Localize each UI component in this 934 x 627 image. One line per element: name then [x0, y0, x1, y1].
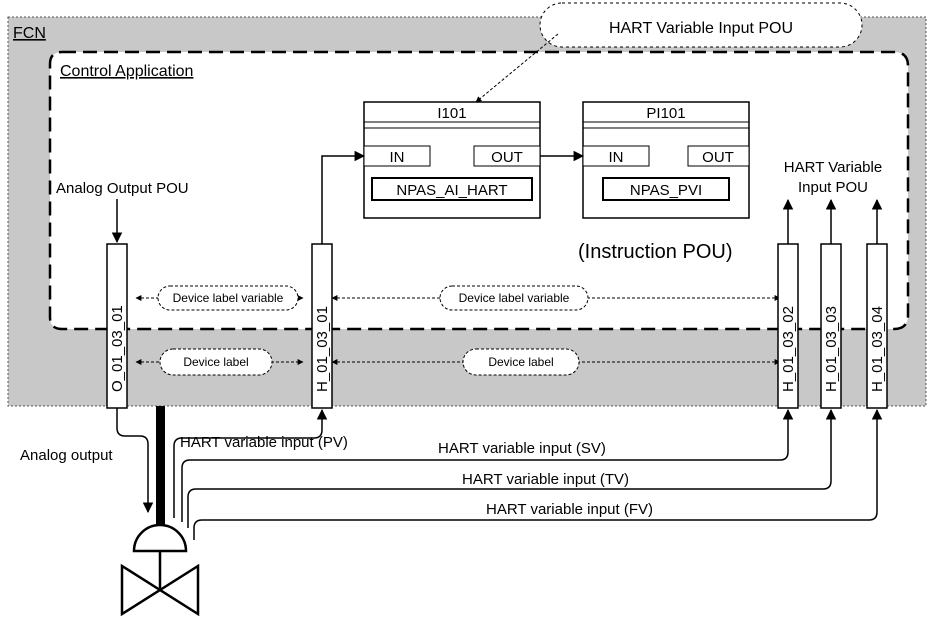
block-pi101-out-port[interactable] — [687, 145, 750, 167]
analog-output-label: Analog output — [20, 447, 113, 464]
device-label-variable-bubble-left — [157, 285, 299, 311]
valve-stem — [156, 406, 165, 526]
hart-pou-right-label-1: HART Variable — [784, 159, 882, 176]
device-label-bubble-mid — [462, 348, 580, 376]
device-label-bubble-left — [159, 348, 273, 376]
block-i101-type-box — [371, 177, 533, 201]
block-i101-in-label: IN — [390, 149, 405, 166]
terminal-h-01-03-03[interactable]: H_01_03_03 — [820, 243, 842, 409]
terminal-o-01-03-01[interactable]: O_01_03_01 — [106, 243, 128, 409]
terminal-h-01-03-03-label: H_01_03_03 — [823, 306, 840, 392]
function-block-pi101[interactable]: PI101 IN OUT NPAS_PVI — [582, 101, 750, 219]
control-valve-icon — [120, 523, 200, 617]
h010301-to-i101-link — [321, 150, 366, 244]
analog-output-wire — [116, 408, 154, 514]
block-pi101-type-box — [602, 177, 730, 201]
block-i101-name: I101 — [437, 105, 466, 122]
block-pi101-name: PI101 — [646, 105, 685, 122]
hart-input-sv-label: HART variable input (SV) — [438, 440, 606, 457]
terminal-o-01-03-01-label: O_01_03_01 — [109, 305, 126, 392]
terminal-h-01-03-01[interactable]: H_01_03_01 — [311, 243, 333, 409]
block-i101-out-label: OUT — [491, 149, 523, 166]
hart-input-fv-label: HART variable input (FV) — [486, 501, 653, 518]
terminal-h-01-03-04-label: H_01_03_04 — [869, 306, 886, 392]
callout-pointer — [475, 33, 559, 103]
sv-wire — [181, 408, 794, 522]
block-pi101-in-label: IN — [609, 149, 624, 166]
block-i101-type: NPAS_AI_HART — [396, 182, 507, 199]
device-label-variable-bubble-mid — [439, 285, 589, 311]
terminal-h-01-03-02-label: H_01_03_02 — [780, 306, 797, 392]
block-pi101-type: NPAS_PVI — [630, 182, 702, 199]
control-application-label: Control Application — [60, 63, 193, 80]
terminal-h-01-03-04[interactable]: H_01_03_04 — [866, 243, 888, 409]
block-pi101-out-label: OUT — [702, 149, 734, 166]
device-label-variable-text-mid: Device label variable — [459, 291, 570, 305]
hart-pou-callout — [539, 2, 863, 48]
terminal-h-01-03-02[interactable]: H_01_03_02 — [777, 243, 799, 409]
fcn-label: FCN — [13, 25, 46, 42]
hart-pou-callout-label: HART Variable Input POU — [609, 20, 793, 37]
device-label-variable-text-left: Device label variable — [173, 291, 284, 305]
device-label-text-left: Device label — [183, 355, 248, 369]
device-label-text-mid: Device label — [488, 355, 553, 369]
hart-pou-right-label-2: Input POU — [798, 179, 868, 196]
analog-output-pou-label: Analog Output POU — [56, 180, 189, 197]
instruction-pou-label: (Instruction POU) — [578, 241, 732, 263]
terminal-h-01-03-01-label: H_01_03_01 — [314, 306, 331, 392]
fv-wire — [193, 408, 883, 540]
function-block-i101[interactable]: I101 IN OUT NPAS_AI_HART — [363, 101, 541, 219]
pv-wire — [173, 408, 328, 518]
hart-input-pv-label: HART variable input (PV) — [180, 434, 348, 451]
tv-wire — [187, 408, 837, 528]
hart-input-tv-label: HART variable input (TV) — [462, 471, 629, 488]
